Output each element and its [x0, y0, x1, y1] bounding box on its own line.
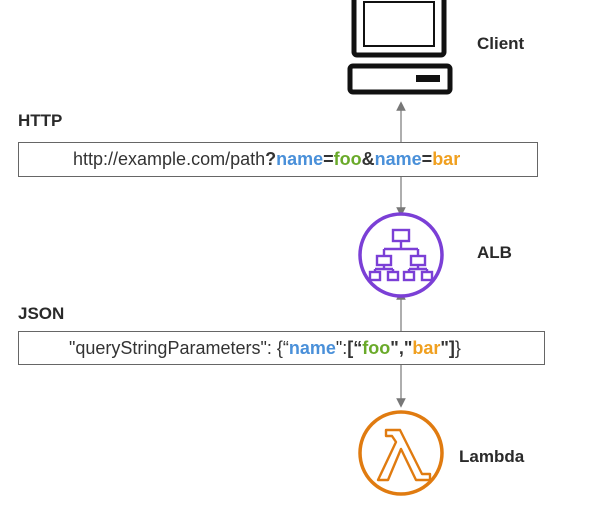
lambda-node — [356, 404, 446, 502]
json-array-open: [“ — [347, 337, 363, 358]
lambda-label: Lambda — [459, 447, 525, 466]
json-separator: "," — [390, 337, 413, 358]
client-node — [344, 0, 460, 100]
json-suffix: } — [454, 337, 461, 358]
http-heading: HTTP — [18, 111, 63, 130]
alb-node — [356, 210, 446, 300]
load-balancer-icon — [358, 212, 444, 298]
json-key-name: name — [288, 337, 336, 358]
http-query-mark: ? — [265, 149, 277, 169]
http-param1-value: foo — [333, 149, 362, 169]
http-param2-equals: = — [421, 149, 433, 169]
http-param1-equals: = — [323, 149, 334, 169]
http-request-box: http://example.com/path?name=foo&name=ba… — [18, 142, 538, 177]
http-url-prefix: http://example.com/path — [73, 149, 266, 169]
http-param1-key: name — [276, 149, 324, 169]
json-value-foo: foo — [362, 337, 391, 358]
json-heading: JSON — [18, 304, 65, 323]
json-event-box: "queryStringParameters": {“name": [“foo"… — [18, 331, 545, 365]
json-colon: ": — [335, 337, 348, 358]
computer-icon — [347, 0, 453, 95]
client-label: Client — [477, 34, 525, 53]
json-prefix: "queryStringParameters": {“ — [69, 337, 289, 358]
http-param2-value: bar — [432, 149, 461, 169]
http-ampersand: & — [361, 149, 375, 169]
json-array-close: "] — [440, 337, 455, 358]
alb-label: ALB — [477, 243, 512, 262]
http-param2-key: name — [374, 149, 422, 169]
json-value-bar: bar — [412, 337, 441, 358]
lambda-icon — [358, 410, 444, 496]
